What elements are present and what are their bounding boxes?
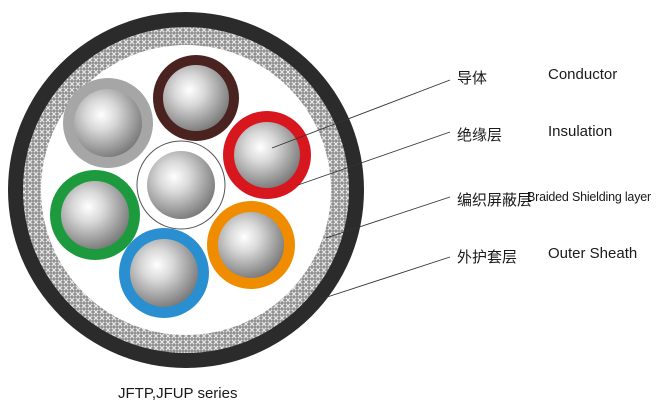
label-conductor-cn: 导体 xyxy=(457,69,488,87)
series-caption: JFTP,JFUP series xyxy=(118,385,238,402)
label-sheath-en: Outer Sheath xyxy=(548,245,638,262)
core-brown xyxy=(153,55,239,141)
label-conductor-en: Conductor xyxy=(548,66,618,83)
label-shield-cn: 编织屏蔽层 xyxy=(457,191,533,209)
core-center xyxy=(136,140,226,230)
core-blue xyxy=(119,228,209,318)
core-gray xyxy=(63,78,153,168)
label-insulation-en: Insulation xyxy=(548,123,613,140)
leader-line-insulation xyxy=(297,131,451,186)
leader-line-sheath xyxy=(317,256,451,301)
core-red xyxy=(223,111,311,199)
core-orange xyxy=(207,201,295,289)
leader-line-conductor xyxy=(271,79,451,149)
leader-line-shield xyxy=(325,196,451,239)
label-shield-en: Braided Shielding layer xyxy=(527,190,651,204)
label-sheath-cn: 外护套层 xyxy=(457,248,518,266)
label-insulation-cn: 绝缘层 xyxy=(457,126,503,144)
core-green xyxy=(50,170,140,260)
